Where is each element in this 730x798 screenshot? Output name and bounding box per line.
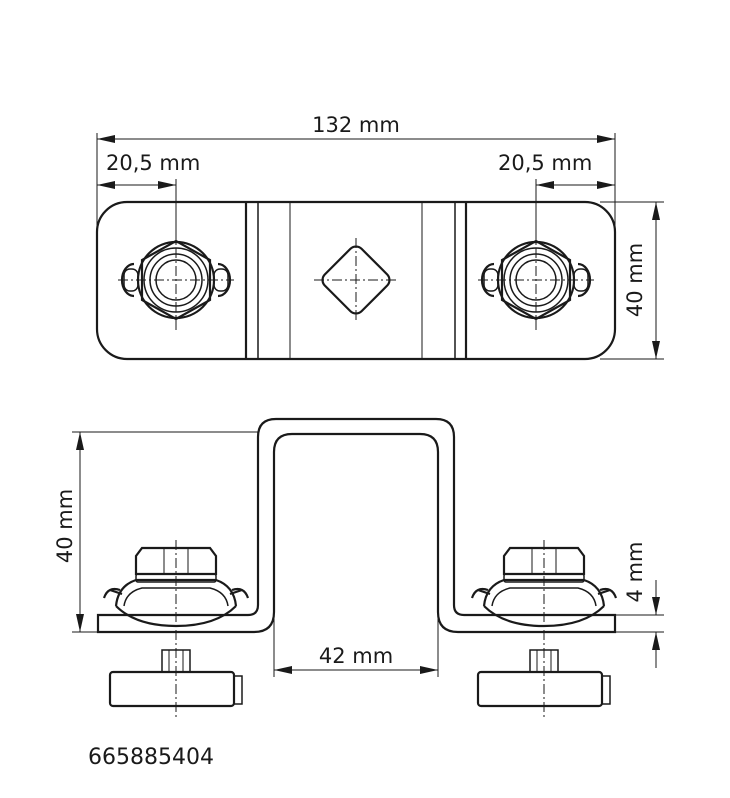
clamp-plate-outline [95, 200, 617, 361]
dimension-label-height: 40 mm [53, 489, 77, 563]
dimension-label-right-offset: 20,5 mm [498, 151, 592, 175]
dimension-inner-width: 42 mm [273, 612, 439, 677]
dimension-right-offset: 20,5 mm [498, 151, 615, 232]
dimension-width: 40 mm [600, 201, 664, 360]
dimension-label-132: 132 mm [312, 113, 400, 137]
top-view: 132 mm 20,5 mm 20,5 mm 40 mm [95, 113, 664, 361]
article-number: 665885404 [88, 745, 214, 770]
dimension-overall-length: 132 mm [96, 113, 616, 230]
bolt-side-left [102, 538, 250, 720]
bolt-side-right [470, 538, 618, 720]
dimension-label-width: 40 mm [623, 243, 647, 317]
dimension-label-inner-width: 42 mm [319, 644, 393, 668]
dimension-label-left-offset: 20,5 mm [106, 151, 200, 175]
side-view: 40 mm 42 mm 4 mm [53, 417, 664, 720]
dimension-left-offset: 20,5 mm [97, 151, 200, 232]
center-diamond [314, 238, 398, 322]
dimension-label-thickness: 4 mm [623, 542, 647, 603]
dimension-height: 40 mm [53, 431, 258, 633]
bolt-top-left [118, 230, 234, 330]
bolt-top-right [478, 230, 594, 330]
dimension-thickness: 4 mm [615, 542, 664, 668]
